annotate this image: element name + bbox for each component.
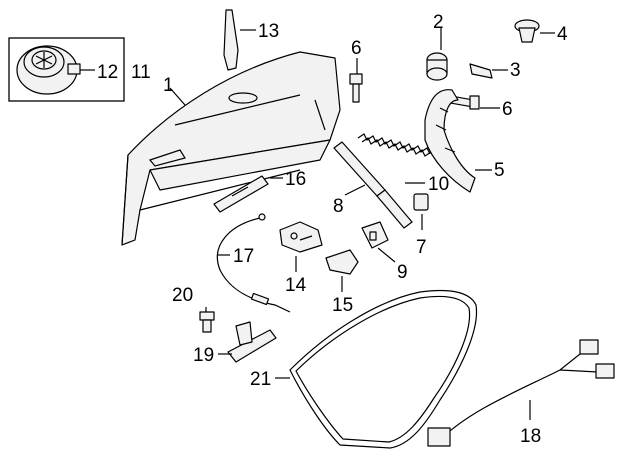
trunk-lid xyxy=(121,51,341,246)
label-18: 18 xyxy=(520,426,541,447)
part-14-latch xyxy=(279,221,323,253)
label-8: 8 xyxy=(333,196,344,217)
label-2: 2 xyxy=(433,12,444,33)
label-12: 12 xyxy=(97,62,118,83)
label-17: 17 xyxy=(233,246,254,267)
part-9-switch xyxy=(361,221,389,249)
part-20-bolt xyxy=(199,311,215,333)
leader-lines xyxy=(80,28,555,420)
label-14: 14 xyxy=(285,275,307,296)
label-19: 19 xyxy=(193,345,214,366)
label-13: 13 xyxy=(258,21,279,42)
label-21: 21 xyxy=(250,369,271,390)
part-2-cap xyxy=(426,52,448,81)
part-19-striker xyxy=(227,321,277,363)
part-8-strut xyxy=(333,141,413,229)
label-4: 4 xyxy=(557,24,568,45)
label-20: 20 xyxy=(172,285,193,306)
label-15: 15 xyxy=(332,295,353,316)
part-18-harness xyxy=(427,339,615,447)
part-21-weatherstrip xyxy=(289,289,478,449)
part-7-bumper xyxy=(413,193,429,211)
label-11: 11 xyxy=(131,62,151,83)
part-17-cable xyxy=(216,213,291,313)
part-15-bracket xyxy=(325,249,359,275)
part-3-clip xyxy=(469,63,493,79)
part-6-bolt-a xyxy=(349,73,363,103)
part-5-hinge xyxy=(424,89,476,193)
label-5: 5 xyxy=(494,160,505,181)
label-6b: 6 xyxy=(502,99,513,120)
label-9: 9 xyxy=(397,262,408,283)
inset-box xyxy=(8,37,125,102)
label-3: 3 xyxy=(510,60,521,81)
part-10-spring xyxy=(357,133,432,157)
label-7: 7 xyxy=(416,237,427,258)
part-13-rod xyxy=(223,9,239,71)
part-16-plate xyxy=(213,175,269,213)
label-10: 10 xyxy=(428,174,449,195)
label-16: 16 xyxy=(285,169,306,190)
part-4-plug xyxy=(514,19,540,43)
label-1: 1 xyxy=(163,75,174,96)
label-6a: 6 xyxy=(351,38,362,59)
callout-labels: 1 2 3 4 5 6 6 7 8 9 10 11 12 13 14 15 16… xyxy=(97,12,568,447)
